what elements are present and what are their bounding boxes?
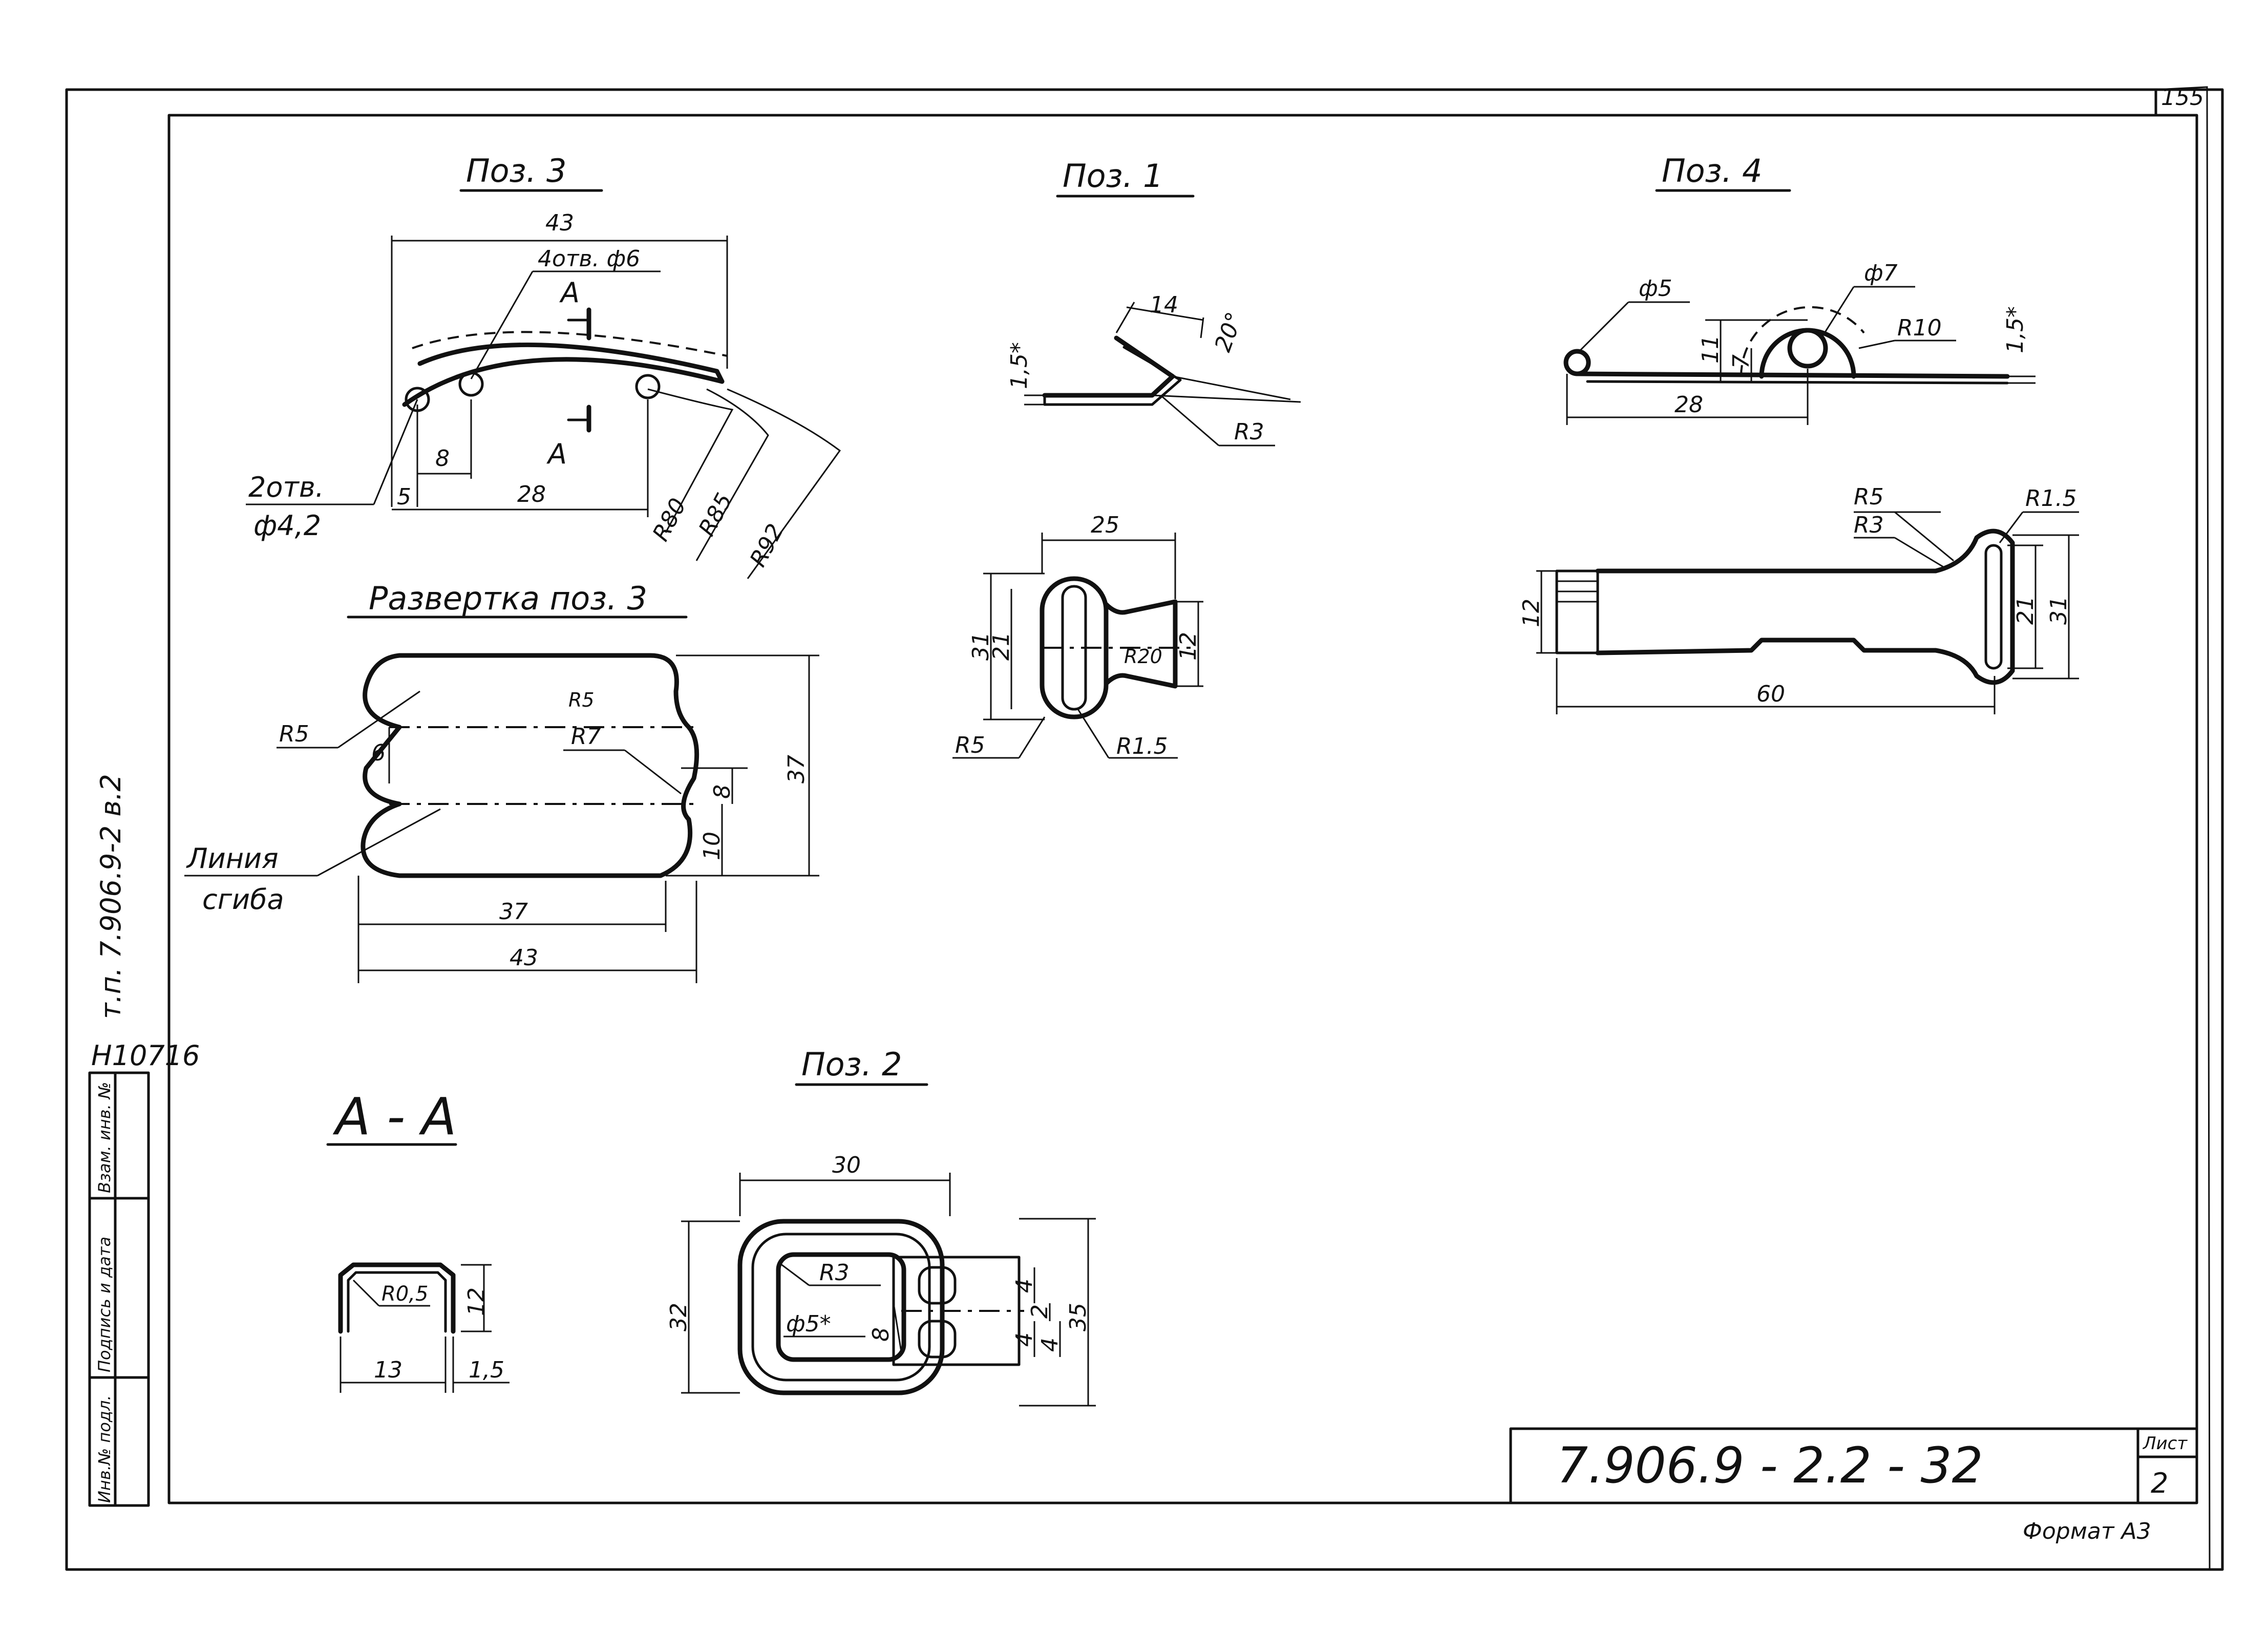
section-aa-t15: 1,5 — [469, 1357, 504, 1383]
page-number-box: 155 — [2161, 84, 2204, 111]
poz1-thick: 1,5* — [1006, 342, 1032, 389]
side-table-inv-repl: Взам. инв. № — [95, 1082, 114, 1193]
poz3-holes2-b: ф4,2 — [253, 510, 321, 542]
sheet-frame — [65, 86, 2224, 1571]
poz3-dim-5: 5 — [397, 484, 411, 510]
poz4-d5: ф5 — [1639, 275, 1672, 302]
view-poz3: Поз. 3 43 4отв. ф6 А А 8 5 28 — [246, 152, 841, 579]
poz2-d4a: 4 — [1011, 1279, 1037, 1293]
section-aa-title: А - А — [332, 1087, 456, 1147]
razvertka-r5: R5 — [568, 689, 595, 711]
razvertka-d37-w: 37 — [499, 899, 528, 925]
poz4-d7: ф7 — [1864, 260, 1898, 286]
poz4-len28: 28 — [1674, 392, 1703, 418]
poz3-section-mark-b: А — [546, 438, 567, 470]
section-aa-w13: 13 — [374, 1357, 402, 1383]
poz1-r5: R5 — [955, 732, 985, 758]
poz2-w30: 30 — [832, 1152, 861, 1178]
razvertka-d8: 8 — [709, 784, 735, 799]
poz3-dim-8: 8 — [435, 446, 450, 472]
poz2-h8: 8 — [868, 1327, 894, 1342]
poz3-title: Поз. 3 — [466, 152, 566, 189]
poz4-thick: 1,5* — [2002, 306, 2028, 353]
poz4-h7: 7 — [1728, 354, 1754, 369]
poz1-h12: 12 — [1175, 632, 1201, 661]
view-poz4: Поз. 4 ф5 ф7 R10 1,5* 11 7 28 — [1518, 152, 2079, 714]
razvertka-bend-a: Линия — [186, 842, 279, 875]
poz4-title: Поз. 4 — [1662, 152, 1762, 189]
side-table-sign-date: Подпись и дата — [95, 1237, 114, 1372]
poz4-h11: 11 — [1698, 335, 1724, 364]
approval-side-table: Взам. инв. № Подпись и дата Инв.№ подл. — [88, 1071, 150, 1507]
razvertka-r5-left: R5 — [279, 721, 309, 747]
side-table-inv-orig: Инв.№ подл. — [95, 1395, 114, 1503]
poz1-angle: 20° — [1210, 309, 1248, 355]
poz1-h31: 31 — [968, 632, 994, 661]
poz3-dim-28: 28 — [517, 481, 546, 507]
razvertka-title: Развертка поз. 3 — [369, 580, 647, 617]
poz2-h32: 32 — [666, 1303, 692, 1331]
poz4-r3: R3 — [1854, 512, 1884, 538]
view-section-aa: А - А R0,5 12 13 1,5 — [326, 1087, 510, 1393]
razvertka-d6: 6 — [371, 740, 386, 766]
section-aa-h12: 12 — [463, 1287, 490, 1316]
page-number: 155 — [2161, 84, 2204, 111]
sheet-number: 2 — [2151, 1467, 2168, 1499]
poz3-r80: R80 — [648, 494, 692, 545]
poz4-len60: 60 — [1756, 681, 1785, 707]
poz1-r20: R20 — [1124, 645, 1162, 668]
poz4-r15: R1.5 — [2025, 485, 2077, 512]
poz3-holes2-a: 2отв. — [248, 471, 324, 503]
poz2-h35: 35 — [1065, 1303, 1091, 1331]
razvertka-bend-b: сгиба — [202, 883, 284, 916]
poz3-section-mark: А — [559, 277, 580, 309]
poz1-h21: 21 — [988, 632, 1014, 661]
paper-format: Формат А3 — [2023, 1518, 2151, 1544]
poz2-d2: 2 — [1027, 1304, 1053, 1319]
poz3-dim-43: 43 — [545, 210, 574, 236]
poz1-w25: 25 — [1091, 512, 1119, 538]
razvertka-d10: 10 — [699, 832, 725, 860]
sheet-label: Лист — [2142, 1433, 2188, 1454]
view-poz1: Поз. 1 1,5* 14 20° R3 25 31 21 — [952, 157, 1301, 759]
inventory-number: Н10716 — [91, 1040, 200, 1072]
poz4-r10: R10 — [1897, 315, 1942, 341]
view-razvertka-poz3: Развертка поз. 3 37 8 10 6 R5 R5 R7 37 4… — [184, 580, 819, 983]
poz1-title: Поз. 1 — [1063, 157, 1163, 195]
poz1-r3: R3 — [1234, 419, 1264, 445]
side-code: т.п. 7.906.9-2 в.2 — [95, 774, 127, 1019]
drawing-designation: 7.906.9 - 2.2 - 32 — [1557, 1437, 1983, 1494]
poz2-d4c: 4 — [1037, 1338, 1063, 1352]
poz3-r85: R85 — [694, 489, 738, 540]
poz2-d5: ф5* — [786, 1311, 831, 1337]
title-block: 7.906.9 - 2.2 - 32 Лист 2 Формат А3 — [1509, 1427, 2198, 1544]
view-poz2: Поз. 2 30 32 35 R3 ф5* 8 4 2 4 4 — [666, 1046, 1096, 1407]
poz4-r5: R5 — [1854, 484, 1884, 510]
razvertka-d37-h: 37 — [783, 755, 810, 783]
poz4-h31: 31 — [2046, 596, 2072, 625]
poz3-r92: R92 — [745, 520, 789, 571]
poz3-dim-holes: 4отв. ф6 — [538, 246, 640, 272]
razvertka-d43: 43 — [510, 945, 538, 971]
poz4-h21: 21 — [2012, 596, 2039, 625]
poz1-len14: 14 — [1150, 292, 1178, 318]
poz4-h12: 12 — [1518, 599, 1544, 627]
poz2-r3: R3 — [819, 1260, 850, 1286]
poz1-r15: R1.5 — [1116, 733, 1168, 759]
razvertka-r7: R7 — [571, 724, 601, 750]
poz2-d4b: 4 — [1011, 1332, 1037, 1347]
section-aa-r05: R0,5 — [381, 1282, 428, 1306]
poz2-title: Поз. 2 — [801, 1046, 902, 1083]
